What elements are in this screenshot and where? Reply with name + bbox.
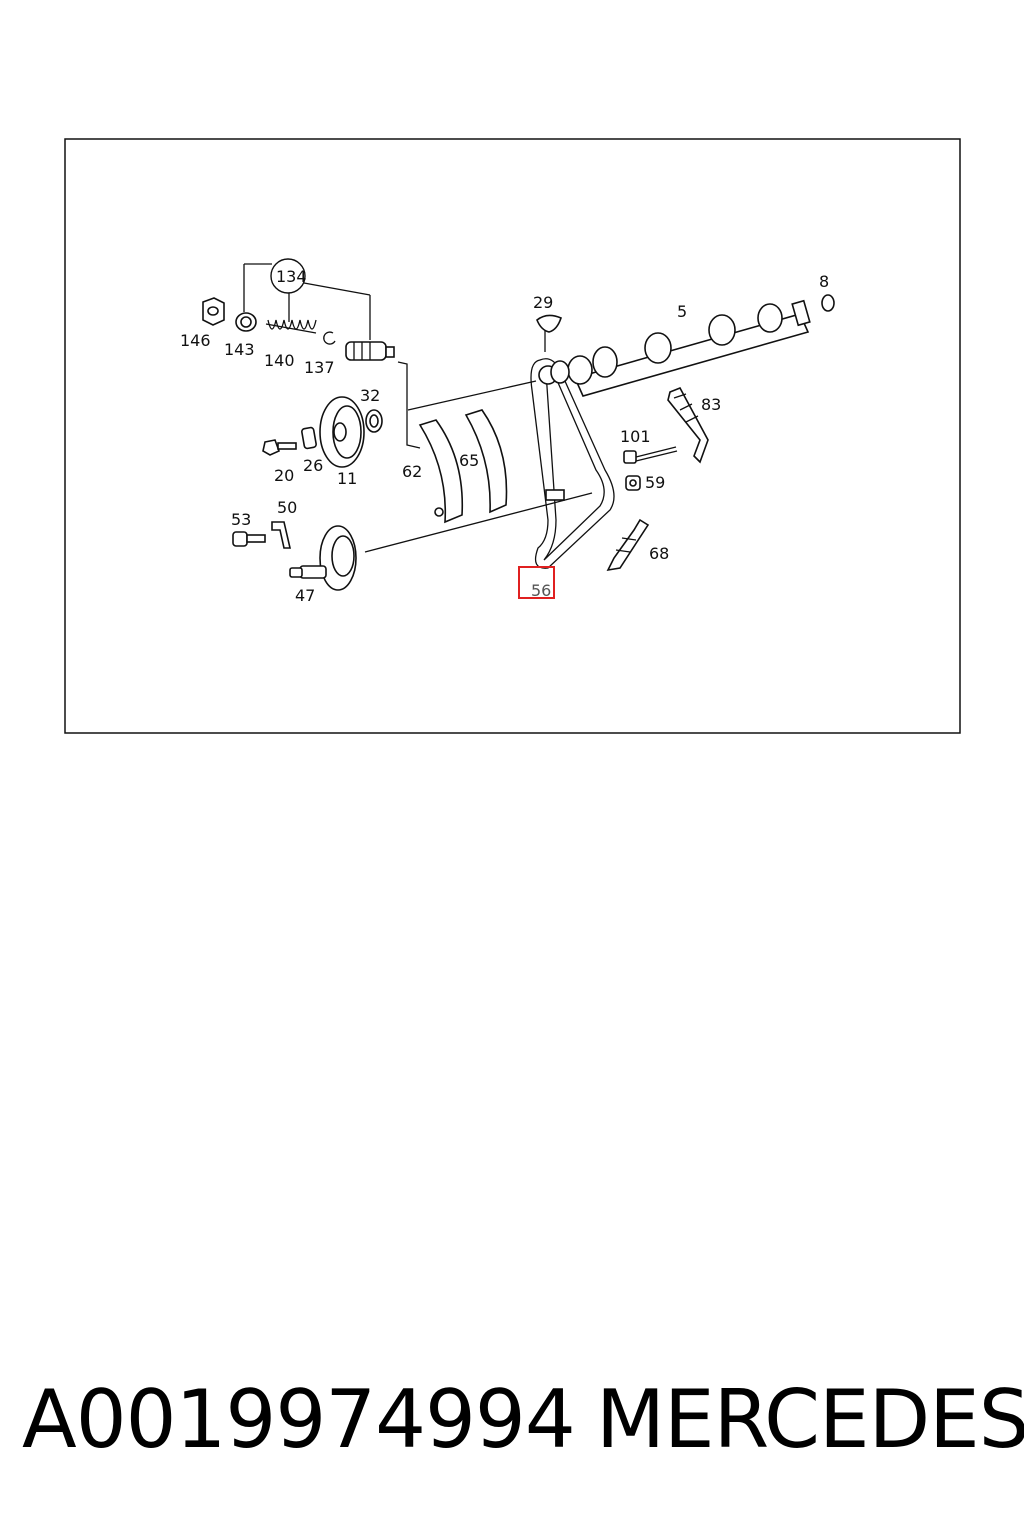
guide-83: [667, 386, 709, 464]
label-11: 11: [337, 469, 357, 488]
label-8: 8: [819, 272, 829, 291]
part-number: A0019974994: [22, 1373, 576, 1466]
label-26: 26: [303, 456, 323, 475]
label-146: 146: [180, 331, 211, 350]
label-56: 56: [531, 581, 551, 600]
spring-140: [265, 319, 317, 334]
label-83: 83: [701, 395, 721, 414]
guide-68: [606, 518, 650, 572]
timing-chain-56: [530, 358, 615, 569]
leader-lines: [243, 263, 593, 553]
camshaft-5: [567, 299, 811, 397]
guide-rail-62: [418, 419, 464, 524]
cap-29: [536, 314, 562, 333]
label-65: 65: [459, 451, 479, 470]
bolt-20: [262, 439, 297, 456]
pin-101: [623, 446, 678, 464]
callout-circle-134: [270, 258, 306, 294]
label-137: 137: [304, 358, 335, 377]
label-62: 62: [402, 462, 422, 481]
tensioner-134: [345, 341, 395, 361]
label-50: 50: [277, 498, 297, 517]
link-59: [625, 475, 641, 491]
bracket-50: [271, 521, 292, 549]
sprocket-11: [319, 396, 365, 468]
parts-diagram: 134 146 143 140 137 29 5 8 32 83 101 20 …: [64, 138, 961, 734]
label-32: 32: [360, 386, 380, 405]
label-47: 47: [295, 586, 315, 605]
plug-8: [821, 294, 835, 312]
label-134: 134: [276, 267, 307, 286]
highlight-box-56: [518, 566, 555, 599]
label-53: 53: [231, 510, 251, 529]
label-29: 29: [533, 293, 553, 312]
label-140: 140: [264, 351, 295, 370]
label-59: 59: [645, 473, 665, 492]
label-143: 143: [224, 340, 255, 359]
guide-rail-65: [464, 409, 508, 514]
diagram-frame: [64, 138, 961, 734]
label-68: 68: [649, 544, 669, 563]
sprocket-47: [289, 525, 357, 591]
washer-26: [301, 426, 317, 450]
label-5: 5: [677, 302, 687, 321]
bolt-53: [232, 531, 266, 547]
brand-name: MERCEDES: [596, 1373, 1024, 1466]
label-20: 20: [274, 466, 294, 485]
clip-137: [323, 331, 336, 345]
label-101: 101: [620, 427, 651, 446]
